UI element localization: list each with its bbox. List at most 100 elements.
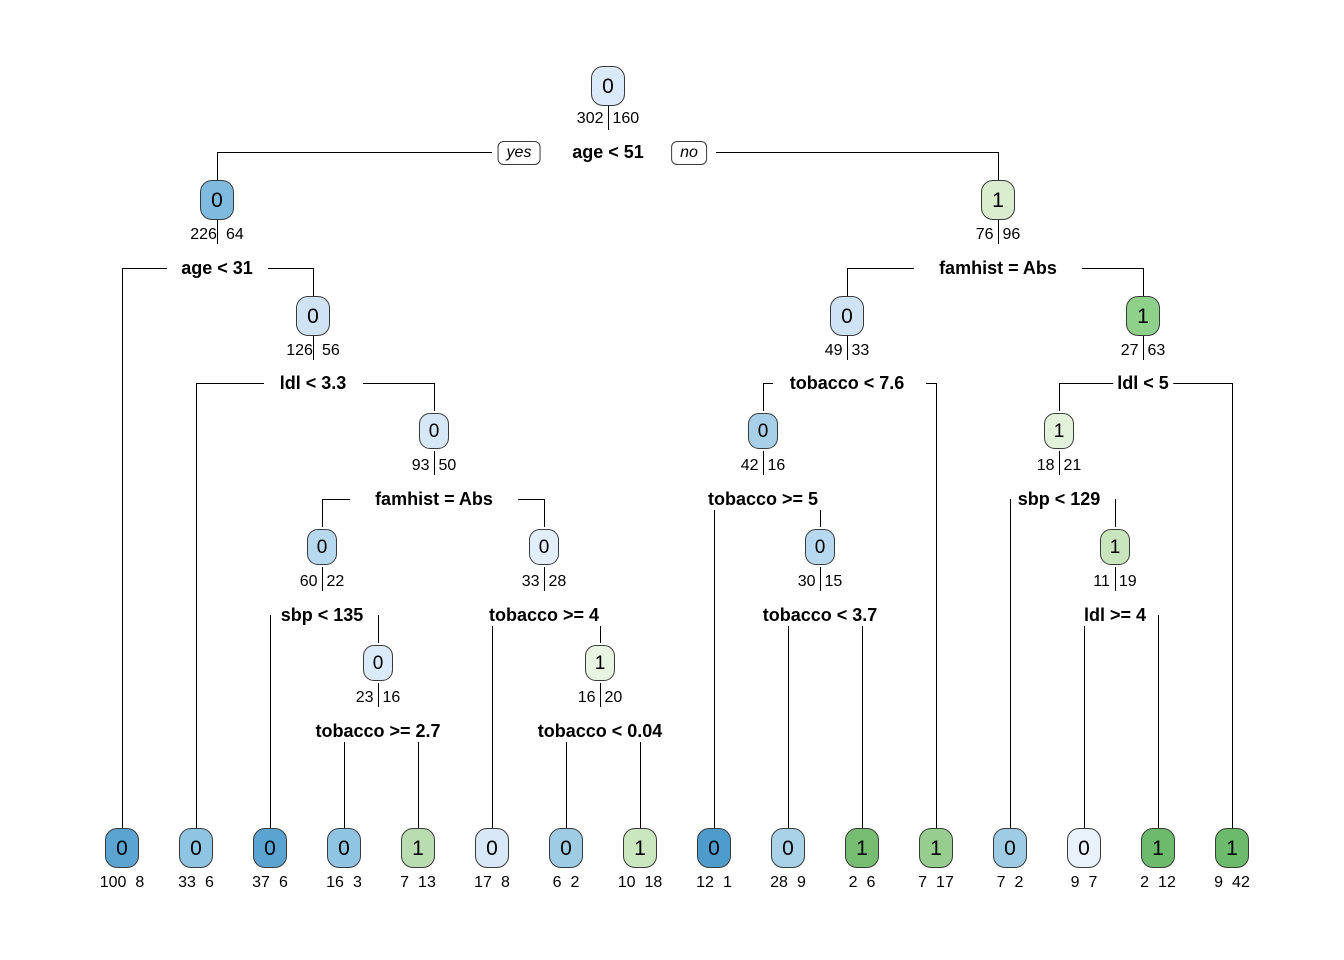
tree-node-n31[interactable]: 1: [1100, 529, 1130, 565]
count-class1: 19: [1118, 573, 1137, 590]
node-class-label: 0: [602, 74, 614, 98]
edge-n11-stem: [434, 451, 435, 475]
tree-node-n47[interactable]: 1: [585, 645, 615, 681]
node-class-label: 0: [1078, 836, 1090, 860]
edge-n31-left-leg: [1084, 615, 1085, 828]
count-class1: 3: [352, 874, 362, 891]
tree-node-n6[interactable]: 0: [830, 296, 864, 336]
split-label-n6: tobacco < 7.6: [785, 373, 909, 394]
count-class1: 15: [824, 573, 843, 590]
count-class0: 302: [576, 110, 604, 127]
count-class1: 2: [570, 874, 580, 891]
count-class0: 6: [552, 874, 562, 891]
node-class-label: 0: [307, 304, 319, 328]
yes-badge: yes: [497, 141, 541, 165]
tree-node-n25[interactable]: 0: [805, 529, 835, 565]
tree-leaf-l7[interactable]: 0: [549, 828, 583, 868]
tree-node-n5[interactable]: 0: [296, 296, 330, 336]
tree-node-n22[interactable]: 0: [307, 529, 337, 565]
split-label-n47: tobacco < 0.04: [533, 721, 667, 742]
count-class0: 16: [326, 874, 344, 891]
edge-n5-left: [196, 383, 264, 384]
edge-n11-right-drop: [544, 499, 545, 527]
node-class-label: 0: [428, 420, 440, 442]
tree-leaf-l6[interactable]: 0: [475, 828, 509, 868]
edge-root-left-drop: [217, 152, 218, 180]
split-label-root: age < 51: [568, 142, 648, 163]
tree-node-n23[interactable]: 0: [529, 529, 559, 565]
tree-leaf-l12[interactable]: 1: [919, 828, 953, 868]
tree-leaf-l16[interactable]: 1: [1215, 828, 1249, 868]
edge-root-left: [217, 152, 492, 153]
node-class-label: 0: [486, 836, 498, 860]
count-class1: 28: [548, 573, 567, 590]
count-class1: 8: [500, 874, 510, 891]
tree-node-n12[interactable]: 0: [748, 413, 778, 449]
tree-leaf-l3[interactable]: 0: [253, 828, 287, 868]
tree-leaf-l10[interactable]: 0: [771, 828, 805, 868]
count-class1: 13: [418, 874, 436, 891]
edge-n5-right-drop: [434, 383, 435, 411]
count-class1: 63: [1147, 342, 1166, 359]
count-class0: 49: [824, 342, 843, 359]
tree-leaf-l8[interactable]: 1: [623, 828, 657, 868]
tree-node-n3[interactable]: 1: [981, 180, 1015, 220]
tree-leaf-l5[interactable]: 1: [401, 828, 435, 868]
tree-leaf-l2[interactable]: 0: [179, 828, 213, 868]
node-class-label: 0: [264, 836, 276, 860]
leaf-counts: 16 3: [326, 874, 362, 892]
count-class0: 11: [1093, 573, 1110, 590]
node-class-label: 1: [930, 836, 942, 860]
tree-leaf-l1[interactable]: 0: [105, 828, 139, 868]
edge-n7-stem: [1143, 336, 1144, 360]
tree-leaf-l9[interactable]: 0: [697, 828, 731, 868]
node-counts: 49 33: [825, 342, 870, 360]
tree-node-n45[interactable]: 0: [363, 645, 393, 681]
node-class-label: 1: [594, 652, 606, 674]
count-class1: 33: [851, 342, 870, 359]
tree-leaf-l11[interactable]: 1: [845, 828, 879, 868]
node-class-label: 1: [634, 836, 646, 860]
node-counts: 33 28: [522, 573, 567, 591]
split-label-n2: age < 31: [177, 258, 257, 279]
edge-n3-left: [847, 268, 914, 269]
edge-n7-left: [1059, 383, 1114, 384]
tree-node-n11[interactable]: 0: [419, 413, 449, 449]
tree-node-n15[interactable]: 1: [1044, 413, 1074, 449]
edge-n2-left-leg: [122, 268, 123, 828]
node-class-label: 0: [190, 836, 202, 860]
split-label-n23: tobacco >= 4: [484, 605, 604, 626]
count-class1: 6: [278, 874, 288, 891]
edge-n5-left-leg: [196, 383, 197, 828]
tree-leaf-l14[interactable]: 0: [1067, 828, 1101, 868]
tree-node-root[interactable]: 0: [591, 66, 625, 106]
edge-n25-left-leg: [788, 615, 789, 828]
tree-node-n2[interactable]: 0: [200, 180, 234, 220]
count-class0: 60: [299, 573, 318, 590]
count-class1: 56: [321, 342, 340, 359]
tree-leaf-l15[interactable]: 1: [1141, 828, 1175, 868]
edge-n15-stem: [1059, 451, 1060, 475]
count-class1: 8: [135, 874, 145, 891]
tree-node-n7[interactable]: 1: [1126, 296, 1160, 336]
tree-leaf-l13[interactable]: 0: [993, 828, 1027, 868]
edge-n23-right-drop: [600, 615, 601, 643]
count-class0: 7: [400, 874, 410, 891]
tree-leaf-l4[interactable]: 0: [327, 828, 361, 868]
count-class0: 33: [521, 573, 540, 590]
